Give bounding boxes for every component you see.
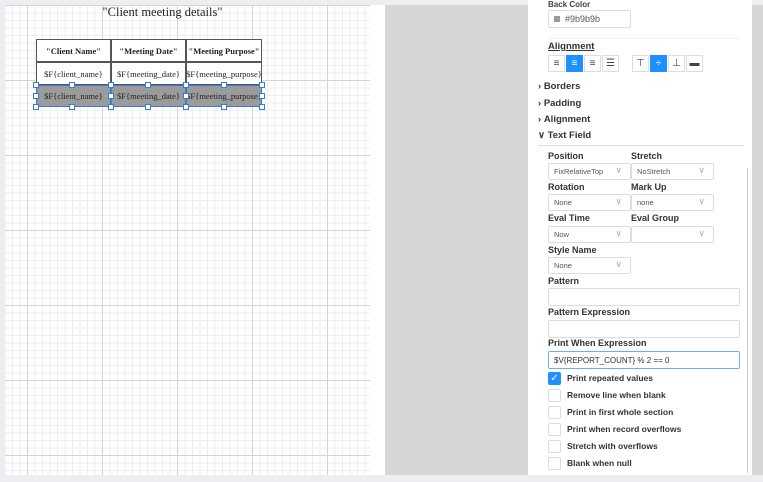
resize-handle[interactable] bbox=[69, 82, 75, 88]
markup-select[interactable]: none∨ bbox=[631, 194, 714, 211]
resize-handle[interactable] bbox=[221, 104, 227, 110]
checkbox[interactable] bbox=[548, 440, 561, 453]
chevron-down-icon: ∨ bbox=[615, 196, 622, 206]
stretch-select[interactable]: NoStretch∨ bbox=[631, 163, 714, 180]
resize-handle[interactable] bbox=[145, 82, 151, 88]
print-when-expression-input[interactable]: $V{REPORT_COUNT} % 2 == 0 bbox=[548, 351, 740, 369]
workspace-background bbox=[385, 5, 528, 475]
section-padding[interactable]: › Padding bbox=[538, 98, 582, 109]
resize-handle[interactable] bbox=[183, 82, 189, 88]
eval-group-label: Eval Group bbox=[631, 213, 680, 223]
checkbox-label: Stretch with overflows bbox=[567, 441, 658, 451]
pattern-expression-input[interactable] bbox=[548, 320, 740, 338]
valign-middle-icon[interactable]: ÷ bbox=[650, 55, 667, 72]
pattern-input[interactable] bbox=[548, 288, 740, 306]
chevron-down-icon: ∨ bbox=[538, 130, 548, 141]
header-client-name[interactable]: "Client Name" bbox=[36, 39, 111, 62]
resize-handle[interactable] bbox=[259, 82, 265, 88]
resize-handle[interactable] bbox=[183, 104, 189, 110]
style-name-label: Style Name bbox=[548, 245, 597, 255]
position-select[interactable]: FixRelativeTop∨ bbox=[548, 163, 631, 180]
chevron-down-icon: ∨ bbox=[698, 196, 705, 206]
resize-handle[interactable] bbox=[33, 82, 39, 88]
valign-bottom-icon[interactable]: ⊥ bbox=[668, 55, 685, 72]
resize-handle[interactable] bbox=[183, 93, 189, 99]
section-text-field[interactable]: ∨ Text Field bbox=[538, 130, 592, 141]
canvas-margin bbox=[370, 5, 385, 475]
divider bbox=[538, 145, 743, 146]
checkbox-label: Print when record overflows bbox=[567, 424, 682, 434]
back-color-input[interactable]: #9b9b9b bbox=[548, 10, 631, 28]
pattern-label: Pattern bbox=[548, 276, 580, 286]
rotation-select[interactable]: None∨ bbox=[548, 194, 631, 211]
resize-handle[interactable] bbox=[259, 93, 265, 99]
divider bbox=[548, 38, 740, 39]
chevron-down-icon: ∨ bbox=[615, 228, 622, 238]
align-justify-icon[interactable]: ☰ bbox=[602, 55, 619, 72]
checkbox[interactable] bbox=[548, 423, 561, 436]
section-alignment[interactable]: › Alignment bbox=[538, 114, 591, 125]
position-label: Position bbox=[548, 151, 584, 161]
resize-handle[interactable] bbox=[259, 104, 265, 110]
align-right-icon[interactable]: ≡ bbox=[584, 55, 601, 72]
valign-stretch-icon[interactable]: ▬ bbox=[686, 55, 703, 72]
checkbox[interactable] bbox=[548, 406, 561, 419]
resize-handle[interactable] bbox=[69, 104, 75, 110]
resize-handle[interactable] bbox=[33, 93, 39, 99]
report-title[interactable]: "Client meeting details" bbox=[102, 5, 223, 19]
resize-handle[interactable] bbox=[108, 104, 114, 110]
resize-handle[interactable] bbox=[33, 104, 39, 110]
print-when-label: Print When Expression bbox=[548, 338, 647, 348]
align-center-icon[interactable]: ≡ bbox=[566, 55, 583, 72]
checkbox-label: Blank when null bbox=[567, 458, 632, 468]
chevron-right-icon: › bbox=[538, 98, 544, 109]
resize-handle[interactable] bbox=[108, 82, 114, 88]
alignment-label: Alignment bbox=[548, 41, 595, 52]
eval-time-select[interactable]: Now∨ bbox=[548, 226, 631, 243]
checkbox-label: Print repeated values bbox=[567, 373, 653, 383]
style-name-select[interactable]: None∨ bbox=[548, 257, 631, 274]
checkbox-label: Print in first whole section bbox=[567, 407, 674, 417]
resize-handle[interactable] bbox=[221, 82, 227, 88]
pattern-expression-label: Pattern Expression bbox=[548, 307, 631, 317]
align-left-icon[interactable]: ≡ bbox=[548, 55, 565, 72]
resize-handle[interactable] bbox=[108, 93, 114, 99]
color-swatch bbox=[554, 16, 560, 22]
checkbox[interactable] bbox=[548, 457, 561, 470]
inner-scrollbar[interactable] bbox=[747, 168, 748, 473]
eval-time-label: Eval Time bbox=[548, 213, 590, 223]
chevron-right-icon: › bbox=[538, 81, 544, 92]
header-meeting-purpose[interactable]: "Meeting Purpose" bbox=[186, 39, 262, 62]
checkbox-label: Remove line when blank bbox=[567, 390, 666, 400]
checkbox[interactable]: ✓ bbox=[548, 372, 561, 385]
header-meeting-date[interactable]: "Meeting Date" bbox=[111, 39, 186, 62]
section-borders[interactable]: › Borders bbox=[538, 81, 581, 92]
stretch-label: Stretch bbox=[631, 151, 663, 161]
eval-group-select[interactable]: ∨ bbox=[631, 226, 714, 243]
chevron-down-icon: ∨ bbox=[615, 259, 622, 269]
valign-top-icon[interactable]: ⊤ bbox=[632, 55, 649, 72]
rotation-label: Rotation bbox=[548, 182, 585, 192]
panel-scrollbar[interactable] bbox=[752, 5, 763, 475]
checkbox[interactable] bbox=[548, 389, 561, 402]
chevron-right-icon: › bbox=[538, 114, 544, 125]
markup-label: Mark Up bbox=[631, 182, 667, 192]
back-color-label: Back Color bbox=[548, 0, 591, 9]
chevron-down-icon: ∨ bbox=[698, 165, 705, 175]
chevron-down-icon: ∨ bbox=[698, 228, 705, 238]
chevron-down-icon: ∨ bbox=[615, 165, 622, 175]
properties-panel bbox=[528, 0, 752, 475]
resize-handle[interactable] bbox=[145, 104, 151, 110]
